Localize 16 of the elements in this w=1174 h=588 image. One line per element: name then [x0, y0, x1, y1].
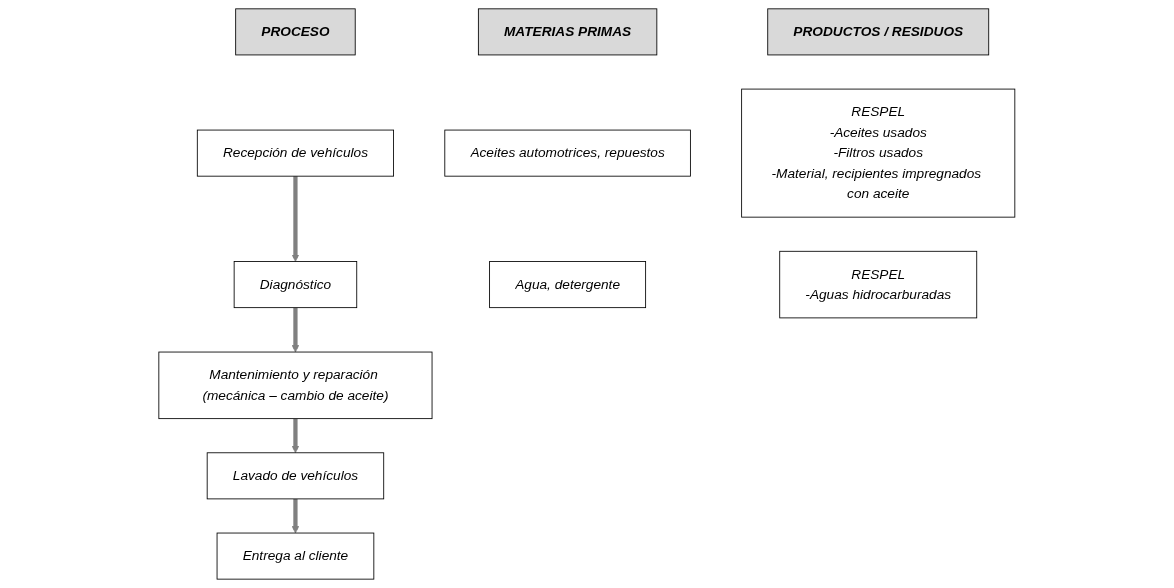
arrow	[291, 498, 300, 534]
arrow	[291, 418, 300, 454]
arrow	[291, 307, 300, 353]
node-box: Entrega al cliente	[216, 532, 375, 580]
node-box: MATERIAS PRIMAS	[478, 8, 658, 56]
node-box: RESPEL -Aguas hidrocarburadas	[779, 250, 978, 319]
node-box: Agua, detergente	[489, 261, 647, 309]
node-box: Diagnóstico	[233, 261, 358, 309]
node-box: Recepción de vehículos	[197, 129, 395, 177]
node-box: Mantenimiento y reparación (mecánica – cambio de aceite)	[158, 351, 433, 420]
node-box: PRODUCTOS / RESIDUOS	[767, 8, 990, 56]
node-box: Aceites automotrices, repuestos	[444, 129, 691, 177]
node-box: Lavado de vehículos	[206, 452, 385, 500]
node-box: PROCESO	[235, 8, 356, 56]
node-box: RESPEL -Aceites usados -Filtros usados -Material, recipientes impregnados con aceite	[741, 88, 1016, 218]
arrow	[291, 176, 300, 262]
